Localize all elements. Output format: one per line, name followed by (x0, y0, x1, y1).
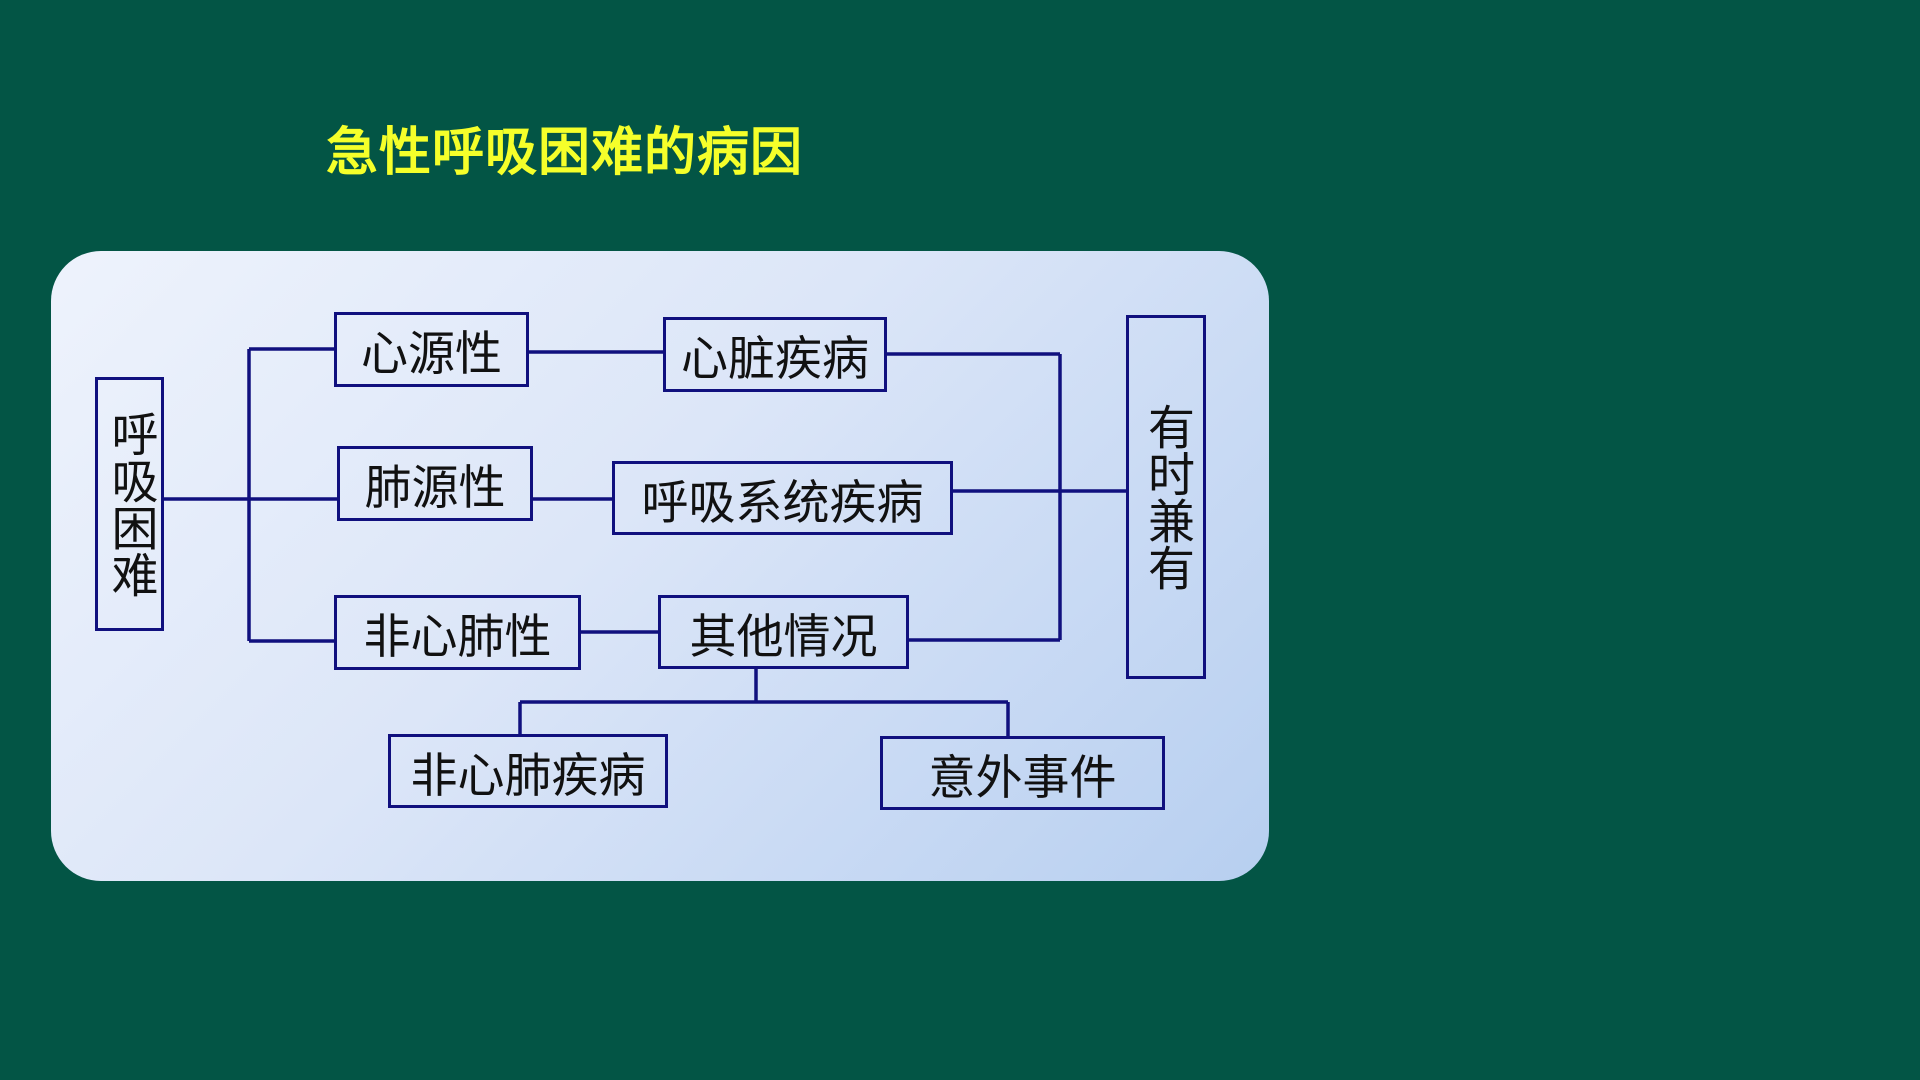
root-box-dyspnea: 呼吸困难 (95, 377, 164, 631)
cause-label-other: 其他情况 (689, 609, 878, 665)
category-label-noncardiopulmonary: 非心肺性 (363, 610, 552, 665)
category-box-pulmonary: 肺源性 (337, 446, 533, 521)
cause-label-heart-disease: 心脏疾病 (681, 332, 869, 387)
cause-box-respiratory-disease: 呼吸系统疾病 (612, 461, 953, 535)
sub-cause-box-accidents: 意外事件 (880, 736, 1165, 810)
sub-cause-label-noncardiopulmonary-disease: 非心肺疾病 (410, 748, 646, 804)
root-label: 呼吸困难 (102, 410, 158, 598)
diagram-panel (51, 251, 1269, 881)
category-box-cardiac: 心源性 (334, 312, 529, 387)
category-label-cardiac: 心源性 (361, 327, 502, 382)
page-title: 急性呼吸困难的病因 (326, 123, 804, 183)
combined-box: 有时兼有 (1126, 315, 1206, 679)
combined-label: 有时兼有 (1139, 403, 1194, 591)
cause-box-heart-disease: 心脏疾病 (663, 317, 887, 392)
cause-label-respiratory-disease: 呼吸系统疾病 (641, 475, 924, 531)
category-label-pulmonary: 肺源性 (364, 461, 506, 516)
cause-box-other: 其他情况 (658, 595, 909, 669)
sub-cause-box-noncardiopulmonary-disease: 非心肺疾病 (388, 734, 668, 808)
category-box-noncardiopulmonary: 非心肺性 (334, 595, 581, 670)
sub-cause-label-accidents: 意外事件 (928, 750, 1117, 806)
